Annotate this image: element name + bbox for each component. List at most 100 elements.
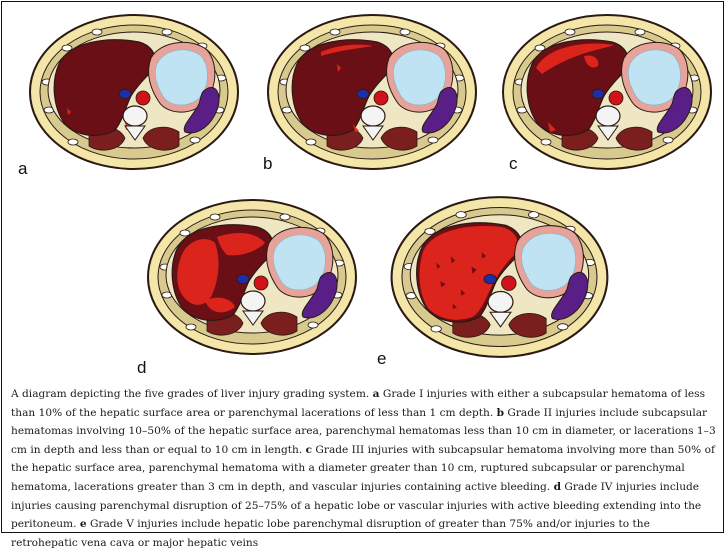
rib	[67, 138, 79, 146]
aorta	[373, 90, 389, 106]
liver-remnant	[440, 281, 446, 288]
rib	[329, 28, 341, 36]
axial-slice-e	[390, 196, 609, 358]
rib	[307, 321, 319, 329]
stomach-content	[273, 234, 326, 291]
spleen	[183, 87, 220, 134]
axial-slice-d	[147, 199, 357, 355]
spinous-process	[489, 311, 512, 328]
liver	[53, 39, 156, 136]
rib	[399, 28, 411, 36]
rib	[430, 325, 442, 333]
ivc	[483, 273, 497, 285]
caption-letter-c: c	[305, 443, 313, 456]
liver-remnant	[461, 289, 466, 296]
paraspinal-muscle-right	[615, 126, 653, 151]
rib	[305, 138, 317, 146]
rib	[189, 136, 201, 144]
rib	[427, 136, 439, 144]
caption-letter-d: d	[553, 480, 561, 493]
panel-label-d: d	[137, 358, 147, 377]
rib	[279, 213, 291, 221]
rib	[299, 44, 311, 52]
spinous-process	[362, 125, 384, 141]
caption-text-b: Grade II injuries include subcapsular he…	[11, 406, 716, 456]
vertebral-body	[240, 290, 266, 312]
aorta	[135, 90, 151, 106]
rib	[209, 213, 221, 221]
liver-remnant	[452, 303, 457, 310]
rib	[424, 227, 436, 235]
caption-text-c: Grade III injuries with subcapsular hema…	[11, 443, 715, 493]
vertebral-body	[487, 290, 514, 313]
stomach-content	[521, 233, 576, 291]
caption-letter-e: e	[79, 518, 87, 531]
hemorrhage	[419, 225, 518, 320]
rib	[528, 211, 540, 219]
rib	[61, 44, 73, 52]
hemorrhage	[548, 122, 556, 132]
rib	[557, 323, 569, 331]
hemorrhage	[536, 43, 614, 74]
panel-b	[265, 12, 480, 172]
spleen	[421, 87, 458, 134]
rib	[634, 28, 646, 36]
liver-remnant	[471, 266, 477, 274]
caption-letter-b: b	[496, 406, 505, 419]
liver-remnant	[436, 262, 441, 269]
rib	[534, 44, 546, 52]
paraspinal-muscle-right	[380, 126, 418, 151]
hemorrhage	[67, 108, 71, 115]
liver-remnant	[481, 252, 486, 259]
paraspinal-muscle-right	[260, 311, 298, 336]
vertebral-body	[595, 105, 621, 127]
spleen	[656, 87, 693, 134]
panel-d	[145, 194, 360, 360]
caption-letter-a: a	[372, 388, 380, 400]
panel-e	[387, 194, 613, 360]
stomach-content	[155, 49, 208, 106]
aorta	[501, 275, 517, 291]
panel-c	[500, 12, 715, 172]
spinous-process	[124, 125, 146, 141]
aorta	[608, 90, 624, 106]
rib	[91, 28, 103, 36]
hemorrhage	[337, 64, 341, 72]
liver	[291, 39, 394, 136]
panel-label-a: a	[18, 159, 28, 178]
hemorrhage	[321, 44, 373, 56]
hemorrhage	[584, 55, 599, 68]
stomach-content	[628, 49, 681, 106]
hemorrhage	[217, 233, 265, 256]
rib	[564, 28, 576, 36]
paraspinal-muscle-right	[142, 126, 180, 151]
rib	[185, 323, 197, 331]
rib	[161, 28, 173, 36]
spleen	[301, 272, 338, 319]
caption-text-a: Grade I injuries with either a subcapsul…	[11, 388, 706, 419]
panel-a	[27, 12, 242, 172]
rib	[179, 229, 191, 237]
hemorrhage	[353, 124, 359, 132]
panel-label-c: c	[509, 154, 518, 173]
paraspinal-muscle-right	[508, 313, 547, 338]
aorta	[253, 275, 269, 291]
vertebral-body	[122, 105, 148, 127]
vertebral-body	[360, 105, 386, 127]
axial-slice-b	[267, 14, 477, 170]
rib	[540, 138, 552, 146]
rib	[662, 136, 674, 144]
spinous-process	[597, 125, 619, 141]
ivc	[591, 89, 605, 99]
panel-label-e: e	[377, 349, 387, 368]
axial-slice-c	[502, 14, 712, 170]
caption-intro: A diagram depicting the five grades of l…	[11, 388, 370, 400]
stomach-content	[393, 49, 446, 106]
rib	[455, 211, 467, 219]
caption-text-d: Grade IV injuries include injuries causi…	[11, 480, 702, 531]
ivc	[356, 89, 370, 99]
panel-label-b: b	[263, 154, 273, 173]
spleen	[551, 271, 589, 320]
caption-text-e: Grade V injuries include hepatic lobe pa…	[11, 518, 650, 549]
